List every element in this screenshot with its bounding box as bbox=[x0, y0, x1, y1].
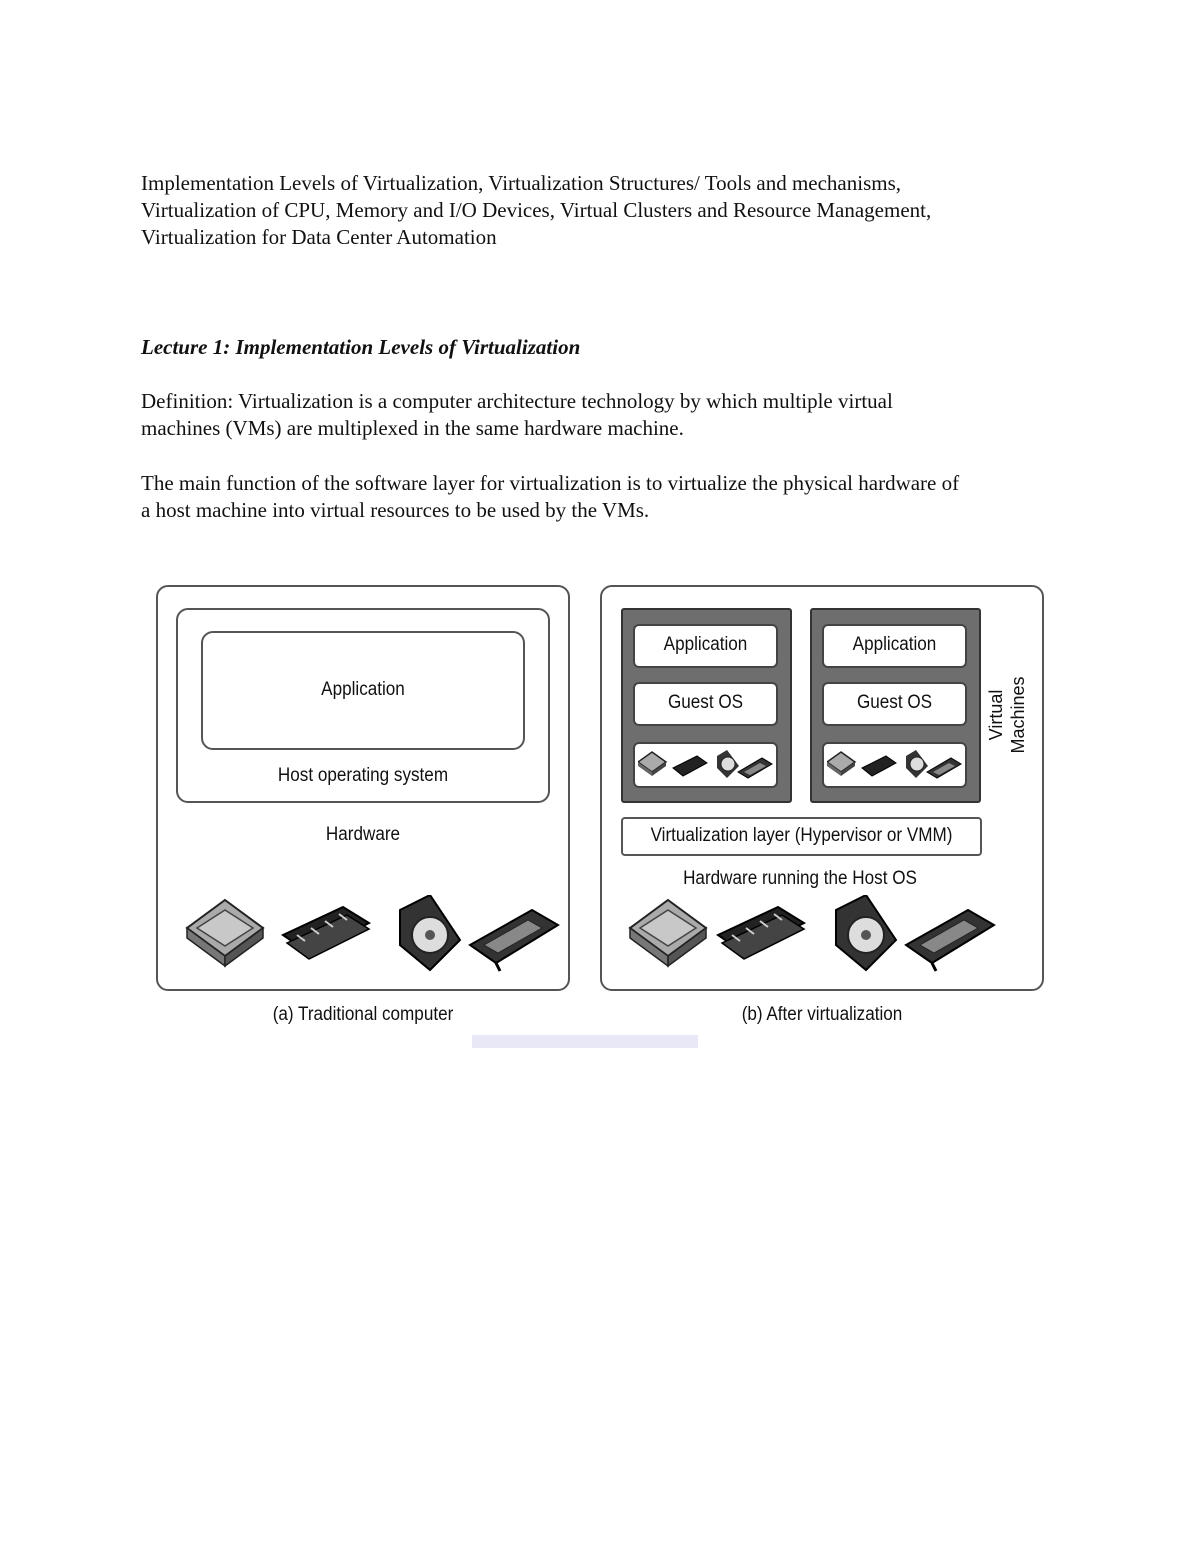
disk-icon bbox=[717, 750, 739, 778]
vm2-guest-os-box bbox=[822, 682, 967, 726]
virtual-machines-line1: Virtual bbox=[986, 689, 1006, 741]
definition-line: machines (VMs) are multiplexed in the sa… bbox=[141, 416, 684, 440]
vm1-application-box bbox=[633, 624, 778, 668]
vm2-guest-os-label: Guest OS bbox=[856, 692, 933, 713]
cpu-icon bbox=[827, 751, 857, 776]
card-icon bbox=[904, 908, 996, 972]
disk-icon bbox=[906, 750, 928, 778]
function-paragraph: The main function of the software layer … bbox=[141, 470, 1081, 524]
hardware-host-os-label: Hardware running the Host OS bbox=[683, 868, 917, 889]
disk-icon bbox=[835, 895, 898, 972]
vm1-application-label: Application bbox=[663, 634, 748, 655]
lecture-heading: Lecture 1: Implementation Levels of Virt… bbox=[141, 335, 581, 359]
vm2-application-label: Application bbox=[852, 634, 937, 655]
function-line: The main function of the software layer … bbox=[141, 471, 960, 495]
virtual-machines-label: Virtual Machines bbox=[985, 665, 1035, 765]
memory-icon bbox=[715, 905, 807, 960]
memory-icon bbox=[861, 755, 897, 777]
vm1-hardware-icons bbox=[638, 750, 773, 779]
virtualization-layer-box bbox=[621, 817, 982, 856]
intro-line: Implementation Levels of Virtualization,… bbox=[141, 171, 902, 195]
application-label: Application bbox=[321, 679, 405, 700]
traditional-caption: (a) Traditional computer bbox=[272, 1004, 454, 1025]
card-icon bbox=[468, 908, 560, 972]
cpu-icon bbox=[185, 898, 265, 968]
card-icon bbox=[737, 757, 773, 779]
intro-line: Virtualization of CPU, Memory and I/O De… bbox=[141, 198, 932, 222]
vm2-hardware-icons bbox=[827, 750, 962, 779]
memory-icon bbox=[280, 905, 372, 960]
definition-line: Definition: Virtualization is a computer… bbox=[141, 389, 893, 413]
disk-icon bbox=[399, 895, 462, 972]
application-box bbox=[201, 631, 525, 750]
cpu-icon bbox=[638, 751, 668, 776]
vm2-application-box bbox=[822, 624, 967, 668]
host-os-label: Host operating system bbox=[277, 765, 449, 786]
intro-paragraph: Implementation Levels of Virtualization,… bbox=[141, 170, 1081, 251]
virtualized-caption: (b) After virtualization bbox=[741, 1004, 903, 1025]
card-icon bbox=[926, 757, 962, 779]
hardware-label: Hardware bbox=[325, 824, 401, 845]
hardware-icons-left bbox=[185, 895, 560, 972]
virtual-machines-line2: Machines bbox=[1008, 676, 1028, 754]
virtualization-layer-label: Virtualization layer (Hypervisor or VMM) bbox=[650, 825, 953, 846]
highlight-bar bbox=[472, 1035, 698, 1048]
intro-line: Virtualization for Data Center Automatio… bbox=[141, 225, 497, 249]
cpu-icon bbox=[628, 898, 708, 968]
memory-icon bbox=[672, 755, 708, 777]
vm1-guest-os-label: Guest OS bbox=[667, 692, 744, 713]
definition-paragraph: Definition: Virtualization is a computer… bbox=[141, 388, 1041, 442]
function-line: a host machine into virtual resources to… bbox=[141, 498, 650, 522]
hardware-icons-right bbox=[628, 895, 996, 972]
vm1-guest-os-box bbox=[633, 682, 778, 726]
